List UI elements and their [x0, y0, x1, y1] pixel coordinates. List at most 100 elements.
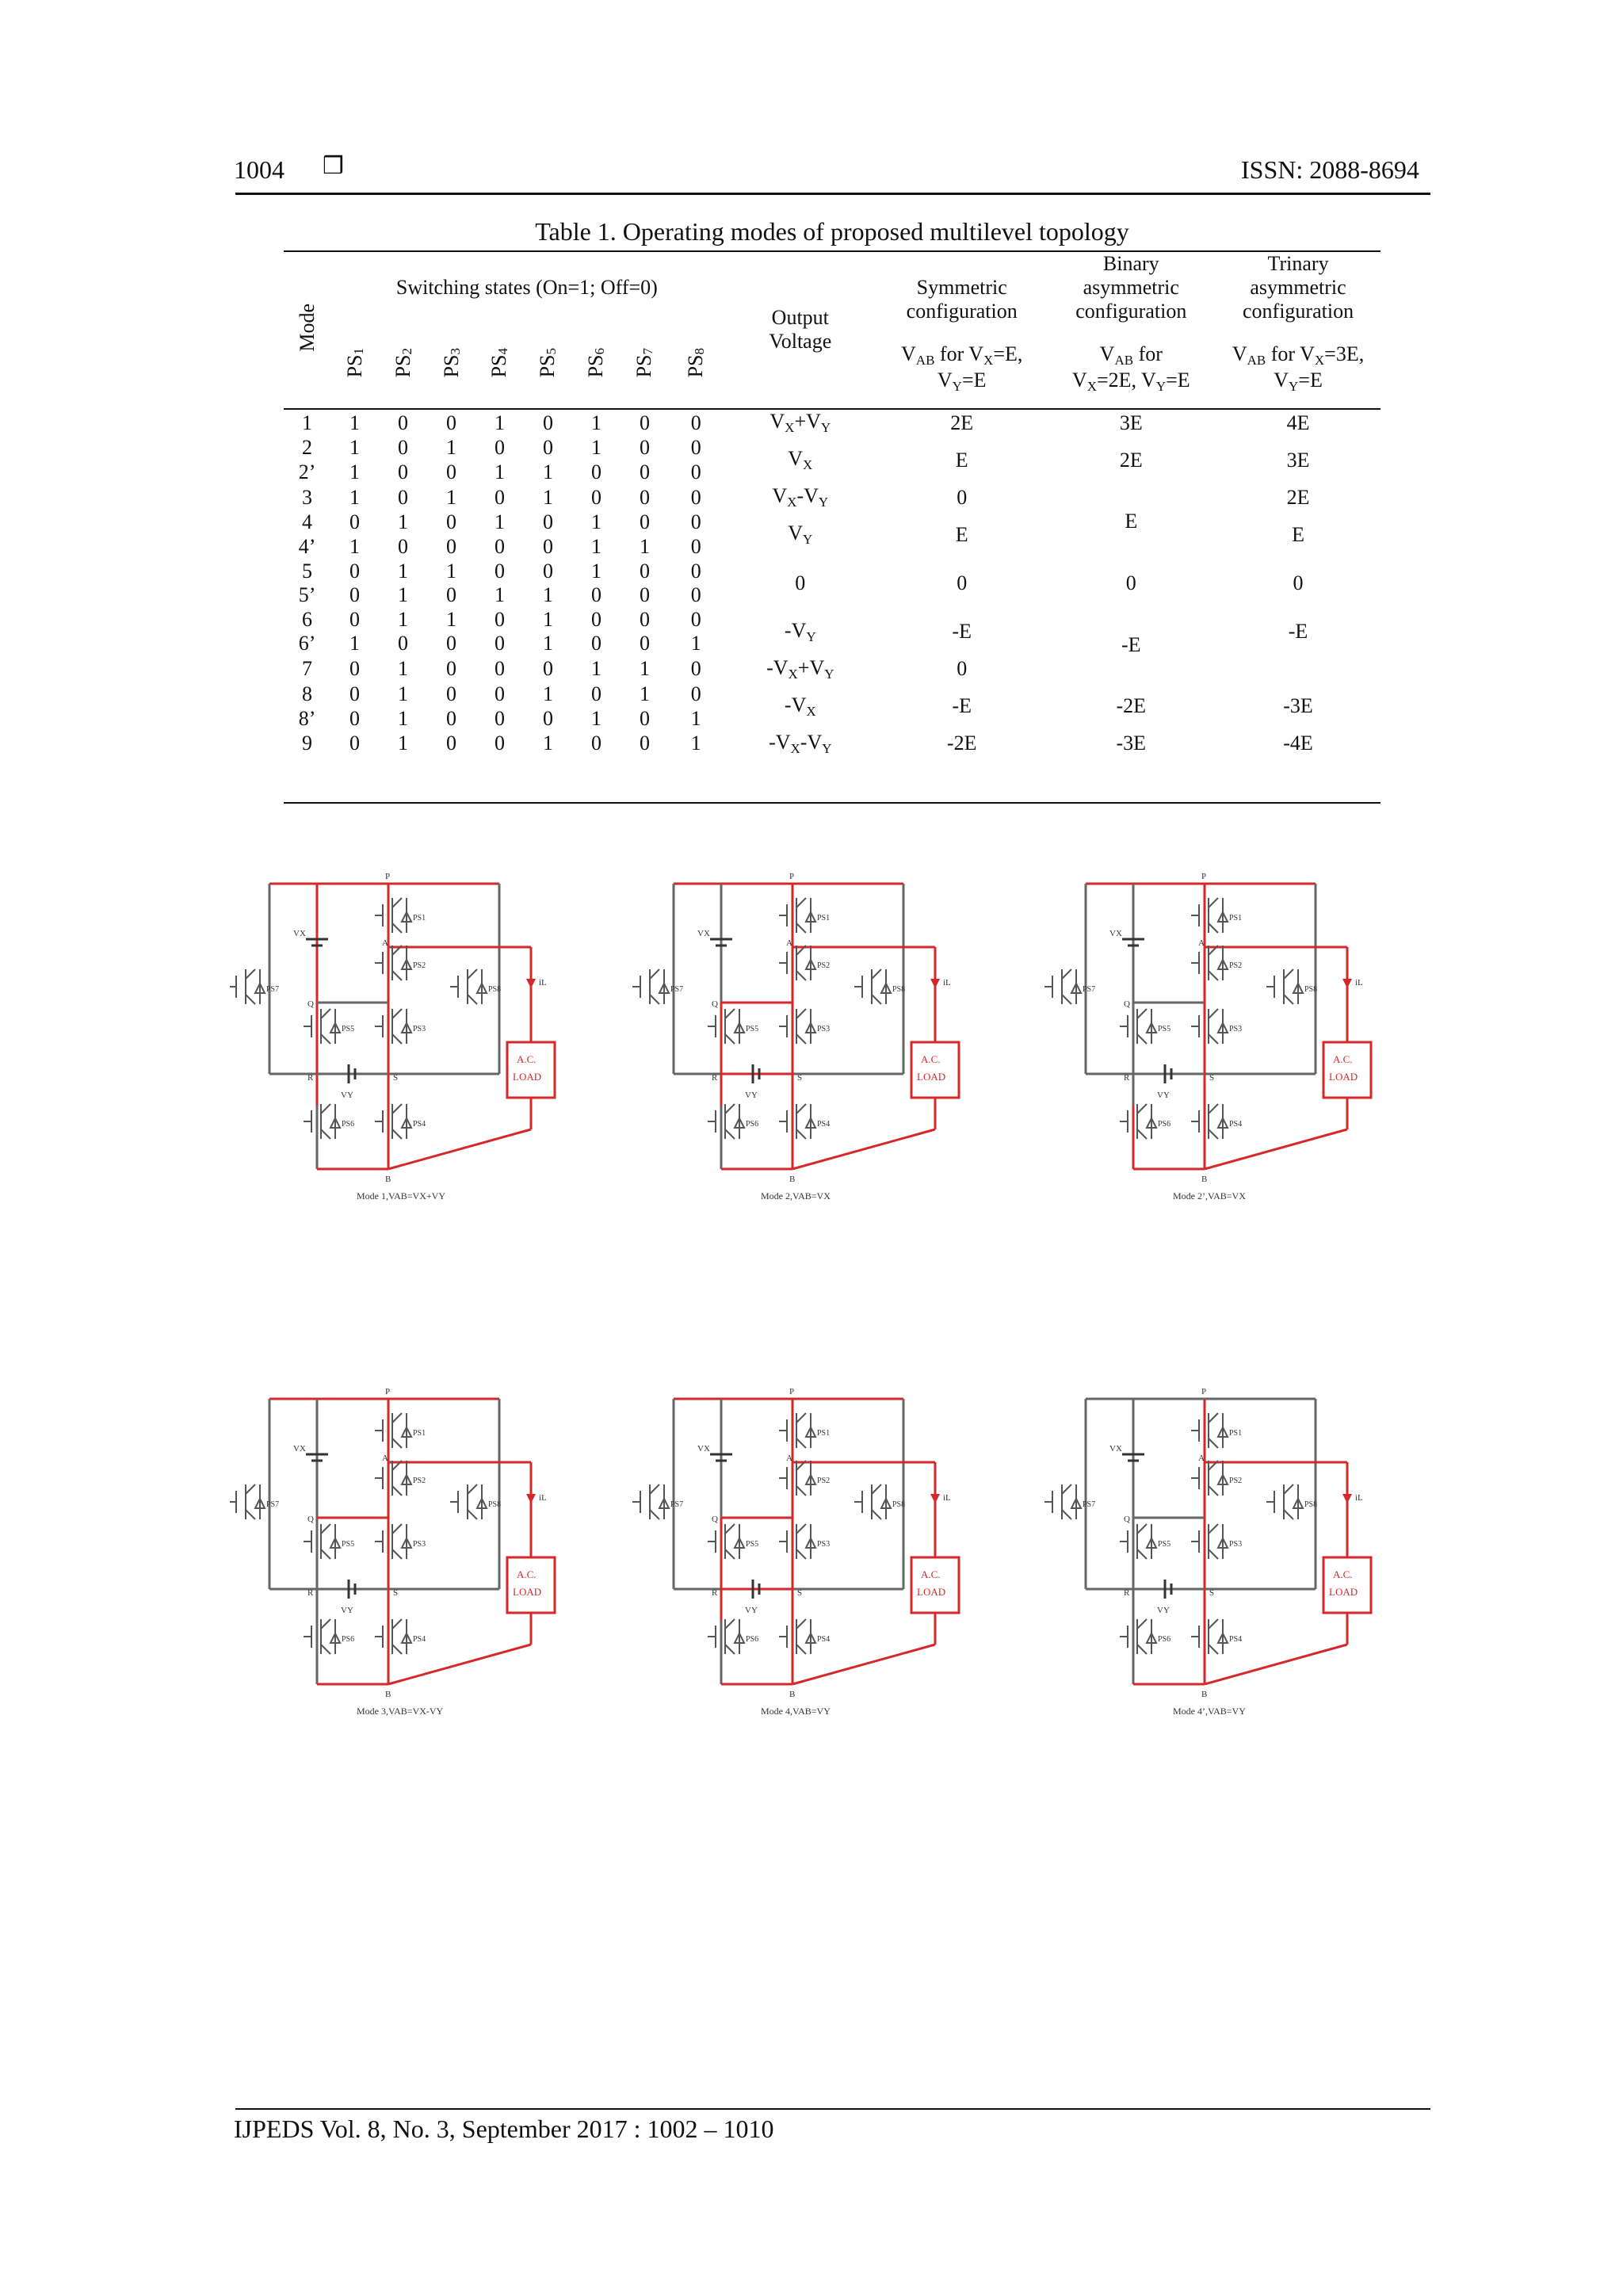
circuit-label: VY — [745, 1091, 758, 1100]
switch-tag: PS1 — [413, 1429, 426, 1438]
circuit-label: S — [1209, 1073, 1214, 1083]
current-arrow-icon — [526, 979, 536, 988]
circuit-label: S — [393, 1073, 398, 1083]
switch-1-icon — [778, 1412, 816, 1449]
switch-2-icon — [778, 1460, 816, 1496]
switch-state-ps8: 0 — [690, 436, 701, 460]
symmetric-value-cell: E — [955, 522, 968, 546]
switch-state-ps1: 0 — [349, 510, 361, 534]
switch-state-ps3: 0 — [446, 657, 456, 681]
switch-tag: PS8 — [488, 1500, 501, 1509]
journal-footer: IJPEDS Vol. 8, No. 3, September 2017 : 1… — [234, 2115, 774, 2143]
trinary-value-cell: -3E — [1283, 694, 1313, 718]
switch-tag: PS4 — [817, 1635, 830, 1644]
switch-state-ps8: 0 — [690, 535, 701, 559]
switch-4-icon — [778, 1103, 816, 1140]
circuit-label: B — [385, 1690, 391, 1699]
circuit-label: P — [1201, 1387, 1206, 1396]
switch-state-ps2: 0 — [398, 411, 409, 434]
mode-cell: 7 — [302, 657, 313, 681]
switch-5-icon — [303, 1008, 341, 1045]
switch-state-ps5: 0 — [542, 559, 553, 583]
switch-tag: PS1 — [1229, 1429, 1242, 1438]
switch-state-ps8: 1 — [690, 632, 701, 655]
switch-4-icon — [374, 1618, 412, 1655]
switch-tag: PS4 — [1229, 1120, 1242, 1129]
current-arrow-icon — [930, 1494, 940, 1503]
switch-state-ps6: 1 — [590, 510, 601, 534]
ac-load — [1322, 1556, 1373, 1614]
switch-state-ps6: 0 — [590, 732, 601, 755]
switch-state-ps3: 0 — [446, 583, 456, 607]
circuit-label: Q — [712, 999, 718, 1009]
switch-state-ps6: 0 — [590, 682, 601, 706]
switch-2-icon — [778, 945, 816, 981]
switch-state-ps3: 1 — [446, 607, 456, 631]
switch-state-ps1: 1 — [349, 411, 361, 434]
mode-caption: Mode 3,VAB=VX-VY — [357, 1706, 444, 1717]
circuit-label: S — [797, 1073, 802, 1083]
mode-cell: 9 — [302, 732, 313, 755]
circuit-label: Q — [1124, 999, 1130, 1009]
switch-state-ps6: 0 — [590, 460, 601, 483]
switch-tag: PS2 — [1229, 1477, 1242, 1485]
ac-load — [910, 1041, 960, 1099]
switch-state-ps8: 0 — [690, 485, 701, 509]
switch-state-ps3: 0 — [446, 682, 456, 706]
switch-tag: PS5 — [1158, 1540, 1170, 1549]
switch-state-ps6: 0 — [590, 485, 601, 509]
switch-state-ps5: 0 — [542, 436, 553, 460]
output-voltage-cell: -VX — [784, 693, 816, 719]
symmetric-value-cell: E — [955, 448, 968, 472]
ac-load — [910, 1556, 960, 1614]
current-arrow-icon — [930, 979, 940, 988]
switch-state-ps7: 0 — [639, 411, 650, 434]
switch-4-icon — [374, 1103, 412, 1140]
switch-state-ps1: 0 — [349, 607, 361, 631]
mode-caption: Mode 4’,VAB=VY — [1173, 1706, 1246, 1717]
switch-state-ps4: 0 — [494, 535, 505, 559]
switch-tag: PS5 — [746, 1025, 758, 1033]
switch-state-ps3: 0 — [446, 460, 456, 483]
switch-state-ps2: 0 — [398, 535, 409, 559]
header-rule — [235, 193, 1430, 195]
switch-tag: PS4 — [817, 1120, 830, 1129]
wire — [388, 1128, 532, 1171]
switch-state-ps2: 0 — [398, 632, 409, 655]
circuit-label: VY — [1157, 1091, 1170, 1100]
switch-tag: PS1 — [817, 1429, 830, 1438]
circuit-label: A — [1198, 938, 1205, 948]
circuit-label: R — [307, 1588, 314, 1598]
load-label: A.C. — [1333, 1053, 1353, 1065]
switch-tag: PS6 — [342, 1120, 354, 1129]
switch-8-icon — [854, 1484, 892, 1520]
switch-state-ps2: 1 — [398, 510, 409, 534]
switch-state-ps5: 1 — [542, 607, 553, 631]
circuit-label: VY — [341, 1606, 353, 1615]
circuit-label: VX — [1109, 929, 1122, 938]
wire — [1204, 1128, 1348, 1171]
switch-4-icon — [1190, 1103, 1228, 1140]
circuit-label: Q — [712, 1515, 718, 1524]
circuit-label: A — [1198, 1454, 1205, 1463]
switch-state-ps8: 0 — [690, 607, 701, 631]
switch-state-ps2: 0 — [398, 485, 409, 509]
switch-1-icon — [778, 897, 816, 934]
circuit-label: B — [1201, 1175, 1207, 1184]
switch-state-ps7: 0 — [639, 706, 650, 730]
circuit-label: P — [385, 1387, 390, 1396]
mode-header: Mode — [295, 303, 319, 352]
switch-state-ps7: 0 — [639, 632, 650, 655]
current-label: iL — [539, 978, 547, 988]
switch-4-icon — [778, 1618, 816, 1655]
switch-state-ps4: 0 — [494, 559, 505, 583]
circuit-label: S — [393, 1588, 398, 1598]
circuit-label: Q — [1124, 1515, 1130, 1524]
switch-tag: PS6 — [1158, 1120, 1170, 1129]
switch-state-ps6: 1 — [590, 657, 601, 681]
switch-state-ps8: 1 — [690, 732, 701, 755]
